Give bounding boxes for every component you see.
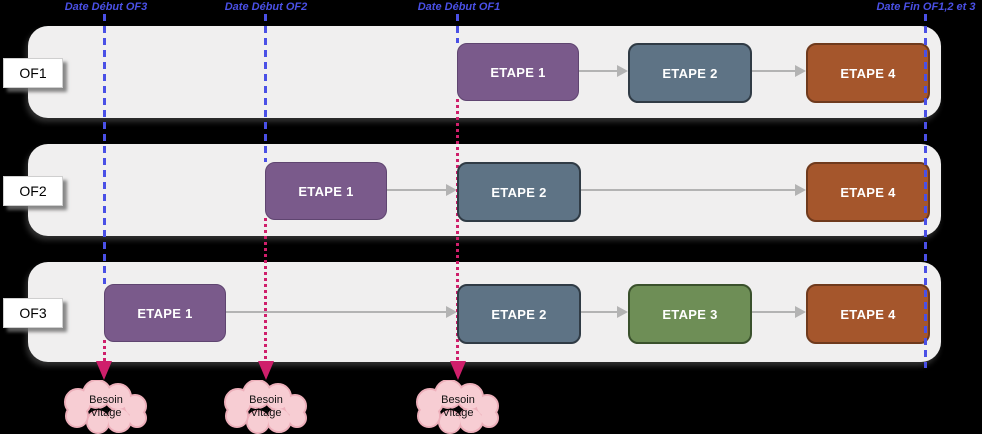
need-line-2 xyxy=(264,218,267,361)
cloud-line1: Besoin xyxy=(89,394,123,406)
need-line-1 xyxy=(103,340,106,361)
cloud-text: Besoin Vitage xyxy=(413,380,503,434)
of2-etape1-block: ETAPE 1 xyxy=(265,162,387,220)
block-label: ETAPE 2 xyxy=(491,306,547,322)
date-debut-of1-label: Date Début OF1 xyxy=(417,1,501,13)
need-arrowhead-icon xyxy=(450,361,466,380)
arrow-of3-e2-e3 xyxy=(578,306,628,318)
cloud-line1: Besoin xyxy=(441,394,475,406)
of1-etape4-block: ETAPE 4 xyxy=(806,43,930,103)
block-label: ETAPE 2 xyxy=(491,184,547,200)
besoin-vitage-cloud-2: Besoin Vitage xyxy=(221,380,311,434)
of1-etape1-block: ETAPE 1 xyxy=(457,43,579,101)
arrow-of2-e2-e4 xyxy=(578,184,806,196)
besoin-vitage-cloud-3: Besoin Vitage xyxy=(413,380,503,434)
cloud-icon xyxy=(224,380,307,434)
end-line-all xyxy=(924,14,927,368)
date-fin-label: Date Fin OF1,2 et 3 xyxy=(876,1,976,13)
cloud-text: Besoin Vitage xyxy=(221,380,311,434)
of1-label-box: OF1 xyxy=(3,58,63,88)
cloud-icon xyxy=(416,380,499,434)
start-line-of1 xyxy=(456,14,459,43)
cloud-line2: Vitage xyxy=(442,407,474,419)
block-label: ETAPE 1 xyxy=(137,305,193,321)
of3-etape2-block: ETAPE 2 xyxy=(457,284,581,344)
of1-etape2-block: ETAPE 2 xyxy=(628,43,752,103)
cloud-text: Besoin Vitage xyxy=(61,380,151,434)
of3-label-box: OF3 xyxy=(3,298,63,328)
arrow-of2-e1-e2 xyxy=(386,184,457,196)
of3-etape1-block: ETAPE 1 xyxy=(104,284,226,342)
block-label: ETAPE 2 xyxy=(662,65,718,81)
block-label: ETAPE 1 xyxy=(298,183,354,199)
of3-label: OF3 xyxy=(19,305,47,321)
date-debut-of2-label: Date Début OF2 xyxy=(224,1,308,13)
block-label: ETAPE 4 xyxy=(840,306,896,322)
of1-label: OF1 xyxy=(19,65,47,81)
arrow-of1-e2-e4 xyxy=(749,65,806,77)
arrow-of1-e1-e2 xyxy=(578,65,628,77)
block-label: ETAPE 4 xyxy=(840,184,896,200)
cloud-line2: Vitage xyxy=(90,407,122,419)
start-line-of2 xyxy=(264,14,267,162)
block-label: ETAPE 1 xyxy=(490,64,546,80)
need-arrowhead-icon xyxy=(96,361,112,380)
of2-label: OF2 xyxy=(19,183,47,199)
arrow-of3-e1-e2 xyxy=(225,306,457,318)
arrow-of3-e3-e4 xyxy=(749,306,806,318)
of2-etape4-block: ETAPE 4 xyxy=(806,162,930,222)
of3-etape4-block: ETAPE 4 xyxy=(806,284,930,344)
block-label: ETAPE 3 xyxy=(662,306,718,322)
block-label: ETAPE 4 xyxy=(840,65,896,81)
cloud-line2: Vitage xyxy=(250,407,282,419)
of2-label-box: OF2 xyxy=(3,176,63,206)
besoin-vitage-cloud-1: Besoin Vitage xyxy=(61,380,151,434)
date-debut-of3-label: Date Début OF3 xyxy=(64,1,148,13)
start-line-of3 xyxy=(103,14,106,284)
need-line-3 xyxy=(456,99,459,361)
cloud-icon xyxy=(64,380,147,434)
of2-etape2-block: ETAPE 2 xyxy=(457,162,581,222)
cloud-line1: Besoin xyxy=(249,394,283,406)
need-arrowhead-icon xyxy=(258,361,274,380)
of3-etape3-block: ETAPE 3 xyxy=(628,284,752,344)
